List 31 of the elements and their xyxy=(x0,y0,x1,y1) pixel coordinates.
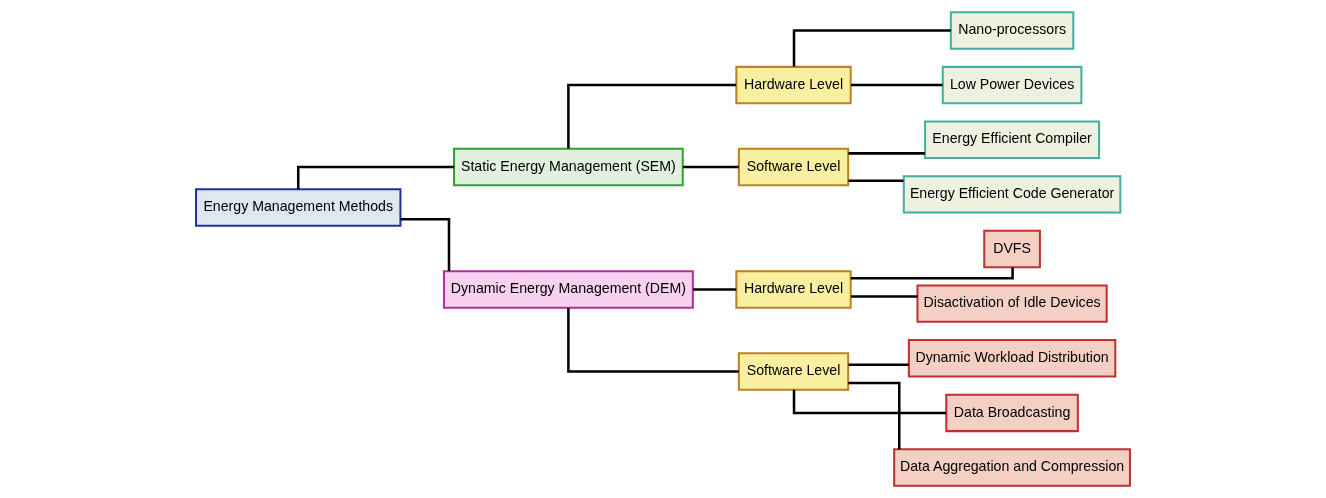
node-box: Low Power Devices xyxy=(941,65,1083,105)
node-box: Dynamic Workload Distribution xyxy=(907,339,1117,378)
node-box: Disactivation of Idle Devices xyxy=(916,284,1108,323)
node-box: Nano-processors xyxy=(949,11,1075,50)
node-box: Energy Management Methods xyxy=(195,188,402,227)
node-box: DVFS xyxy=(983,229,1041,269)
connector xyxy=(682,165,739,169)
connector xyxy=(848,152,925,155)
connector xyxy=(848,179,904,182)
connector xyxy=(792,29,951,67)
node-box: Dynamic Energy Management (DEM) xyxy=(442,270,694,309)
connector xyxy=(848,363,909,367)
connector xyxy=(400,217,451,271)
node-box: Static Energy Management (SEM) xyxy=(453,147,684,187)
node-box: Hardware Level xyxy=(735,65,852,105)
connector xyxy=(850,295,918,298)
connector xyxy=(296,165,454,190)
connector xyxy=(850,83,943,87)
node-box: Energy Efficient Compiler xyxy=(924,120,1101,159)
connector xyxy=(567,83,737,149)
node-box: Software Level xyxy=(737,147,850,187)
connector xyxy=(848,381,901,450)
node-box: Data Aggregation and Compression xyxy=(893,448,1131,487)
connector xyxy=(567,308,739,373)
node-box: Data Broadcasting xyxy=(945,393,1079,433)
connector xyxy=(792,389,947,415)
node-box: Software Level xyxy=(737,352,850,391)
connector xyxy=(850,267,1014,280)
connector xyxy=(693,288,737,291)
node-box: Energy Efficient Code Generator xyxy=(902,175,1122,214)
node-box: Hardware Level xyxy=(735,270,852,309)
